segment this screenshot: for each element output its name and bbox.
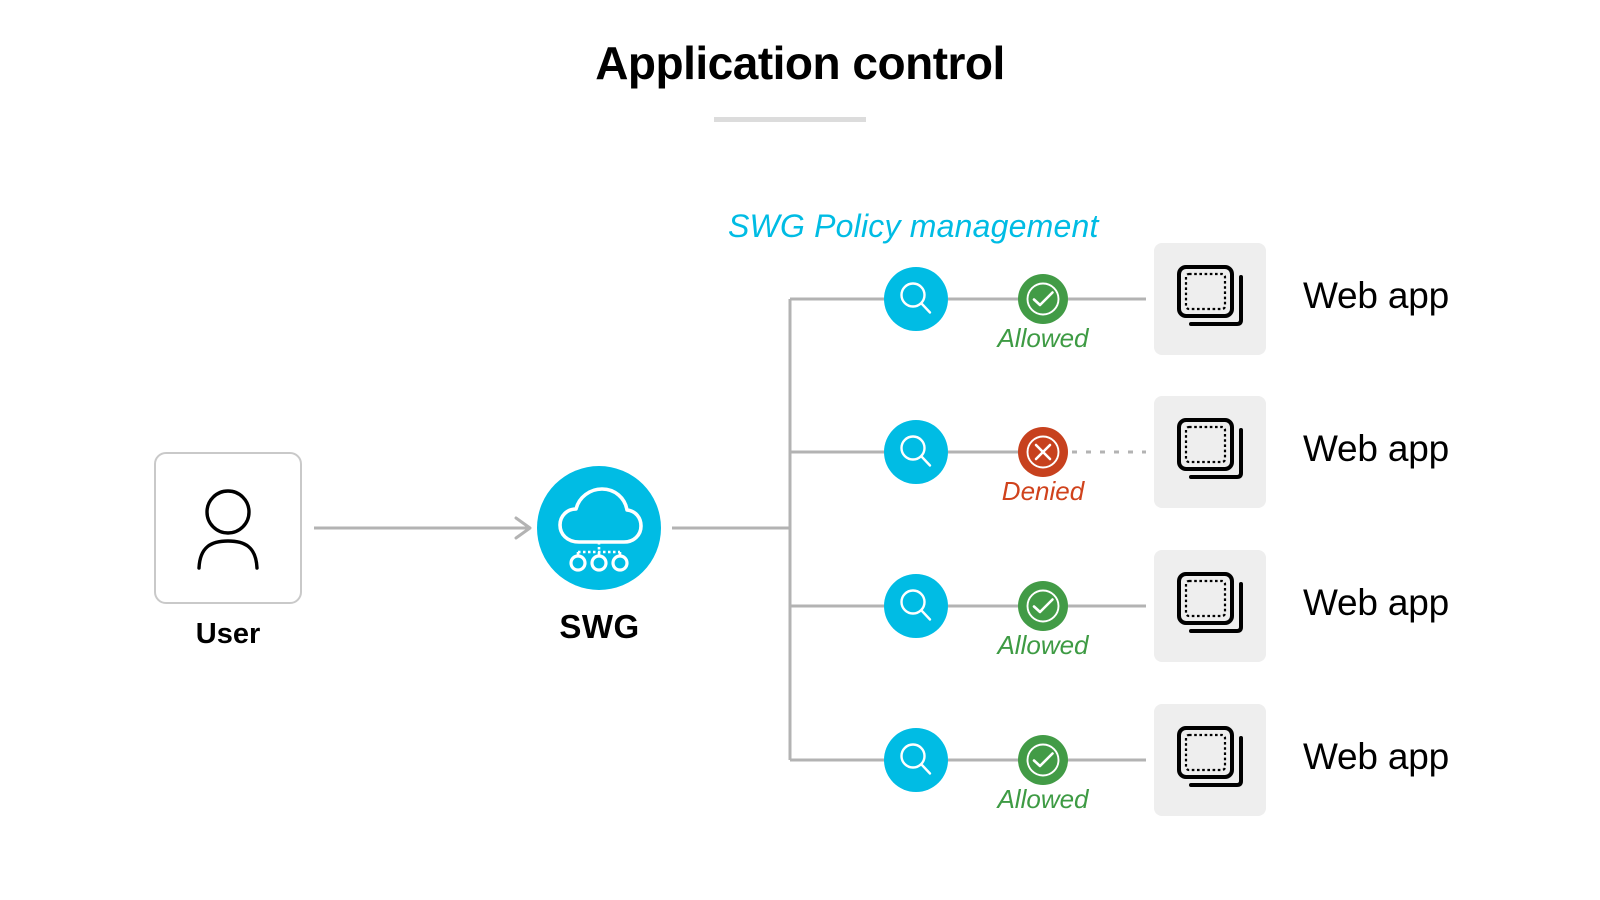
web-app-box[interactable] bbox=[1154, 243, 1266, 355]
verdict-label: Allowed bbox=[997, 784, 1089, 814]
web-app-label: Web app bbox=[1303, 275, 1450, 316]
web-app-icon bbox=[1177, 418, 1243, 479]
inspect-node[interactable] bbox=[884, 267, 948, 331]
magnifier-icon bbox=[900, 435, 932, 467]
web-app-label: Web app bbox=[1303, 428, 1450, 469]
web-app-box[interactable] bbox=[1154, 396, 1266, 508]
magnifier-icon bbox=[900, 589, 932, 621]
magnifier-icon bbox=[900, 282, 932, 314]
inspect-node[interactable] bbox=[884, 728, 948, 792]
user-label: User bbox=[195, 618, 261, 650]
web-app-box[interactable] bbox=[1154, 550, 1266, 662]
x-circle-icon bbox=[1026, 435, 1060, 469]
web-app-label: Web app bbox=[1303, 736, 1450, 777]
web-app-icon bbox=[1177, 265, 1243, 326]
verdict-label: Allowed bbox=[997, 323, 1089, 353]
web-app-box[interactable] bbox=[1154, 704, 1266, 816]
check-circle-icon bbox=[1026, 282, 1060, 316]
title-divider bbox=[714, 117, 866, 122]
web-app-label: Web app bbox=[1303, 582, 1450, 623]
verdict-badge-denied[interactable] bbox=[1018, 427, 1068, 477]
swg-label: SWG bbox=[559, 608, 640, 645]
check-circle-icon bbox=[1026, 743, 1060, 777]
verdict-badge-allowed[interactable] bbox=[1018, 581, 1068, 631]
verdict-badge-allowed[interactable] bbox=[1018, 735, 1068, 785]
page-title: Application control bbox=[595, 37, 1005, 89]
web-app-icon bbox=[1177, 726, 1243, 787]
section-label: SWG Policy management bbox=[728, 208, 1099, 244]
user-icon bbox=[197, 489, 259, 570]
cloud-icon bbox=[558, 487, 643, 572]
swg-node[interactable] bbox=[537, 466, 661, 590]
magnifier-icon bbox=[900, 743, 932, 775]
check-circle-icon bbox=[1026, 589, 1060, 623]
arrow-right-icon bbox=[314, 516, 532, 540]
verdict-label: Allowed bbox=[997, 630, 1089, 660]
web-app-icon bbox=[1177, 572, 1243, 633]
verdict-label: Denied bbox=[1001, 476, 1085, 506]
user-node[interactable] bbox=[154, 452, 302, 604]
inspect-node[interactable] bbox=[884, 420, 948, 484]
inspect-node[interactable] bbox=[884, 574, 948, 638]
verdict-badge-allowed[interactable] bbox=[1018, 274, 1068, 324]
